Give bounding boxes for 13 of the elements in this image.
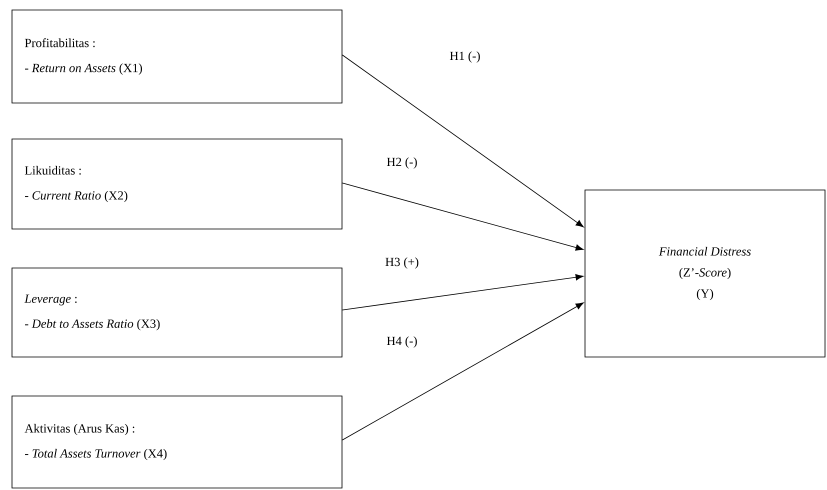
- edge-label: H4 (-): [386, 335, 418, 349]
- variable-box: Leverage : - Debt to Assets Ratio (X3): [12, 268, 342, 358]
- variable-box: Financial Distress (Z’-Score) (Y): [584, 190, 826, 358]
- variable-box: Aktivitas (Arus Kas) : - Total Assets Turnover (X4): [12, 396, 342, 488]
- edge-label: H1 (-): [448, 50, 482, 64]
- arrow: [342, 302, 584, 440]
- edge-label: H3 (+): [384, 256, 420, 270]
- variable-box: Likuiditas : - Current Ratio (X2): [12, 138, 342, 230]
- arrow: [342, 54, 584, 228]
- arrow: [342, 182, 584, 251]
- arrow: [342, 274, 584, 310]
- variable-box: Profitabilitas : - Return on Assets (X1): [12, 10, 342, 104]
- edge-label: H2 (-): [386, 156, 418, 170]
